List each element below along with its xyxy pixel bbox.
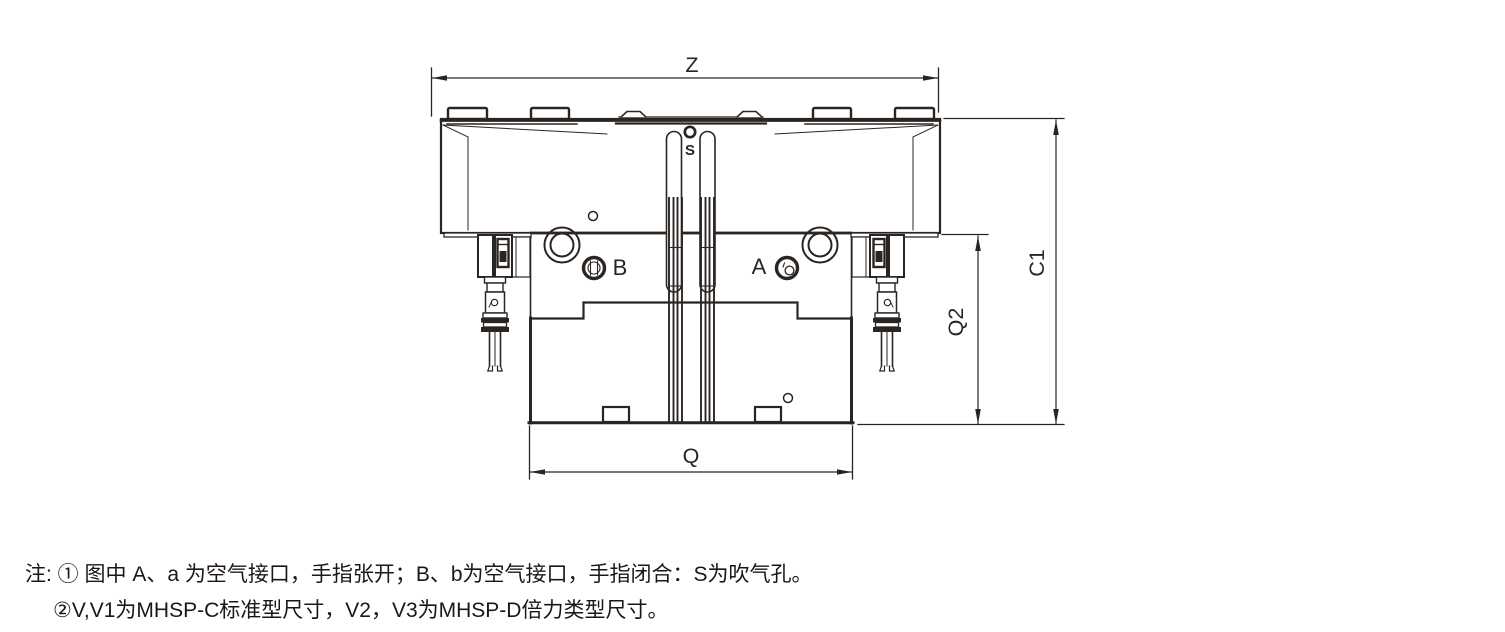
top-center-plate [614,110,768,125]
port-label-a: A [752,254,767,279]
top-mounting-tabs [446,106,936,121]
finger-slots [665,130,716,423]
dim-label-c1: C1 [1025,249,1049,276]
dim-label-z: Z [685,53,698,77]
footnote-line-2: ②V,V1为MHSP-C标准型尺寸，V2，V3为MHSP-D倍力类型尺寸。 [53,599,669,622]
dim-label-q: Q [683,444,700,468]
dim-label-q2: Q2 [944,308,968,337]
dimension-q2 [941,233,989,425]
arrowhead [975,236,981,251]
dimension-z [430,67,940,117]
top-bump-left [619,110,648,119]
blow-hole [683,125,697,139]
arrowhead [1053,409,1059,424]
sensor-assembly-right [849,231,940,373]
port-label-b: B [613,255,628,280]
arrowhead [432,75,447,81]
arrowhead [975,409,981,424]
top-bump-right [735,110,764,119]
bottom-notch-right [753,405,783,424]
arrowhead [837,469,852,475]
mounting-holes [543,210,839,404]
arrowhead [923,75,938,81]
air-port-a [774,255,800,281]
air-port-b [581,255,607,281]
footnote-line-1: 注: ① 图中 A、a 为空气接口，手指张开；B、b为空气接口，手指闭合：S为吹… [25,563,813,586]
bottom-notch-left [601,405,631,424]
dimension-q [528,425,854,480]
body-step-line [529,301,853,320]
arrowhead [1053,120,1059,135]
lower-body [527,233,855,425]
dimension-c1 [857,117,1065,426]
arrowhead [530,469,545,475]
sensor-assembly-left [443,232,532,372]
finger-edges [668,197,715,423]
blow-hole-label-s: S [685,142,695,159]
